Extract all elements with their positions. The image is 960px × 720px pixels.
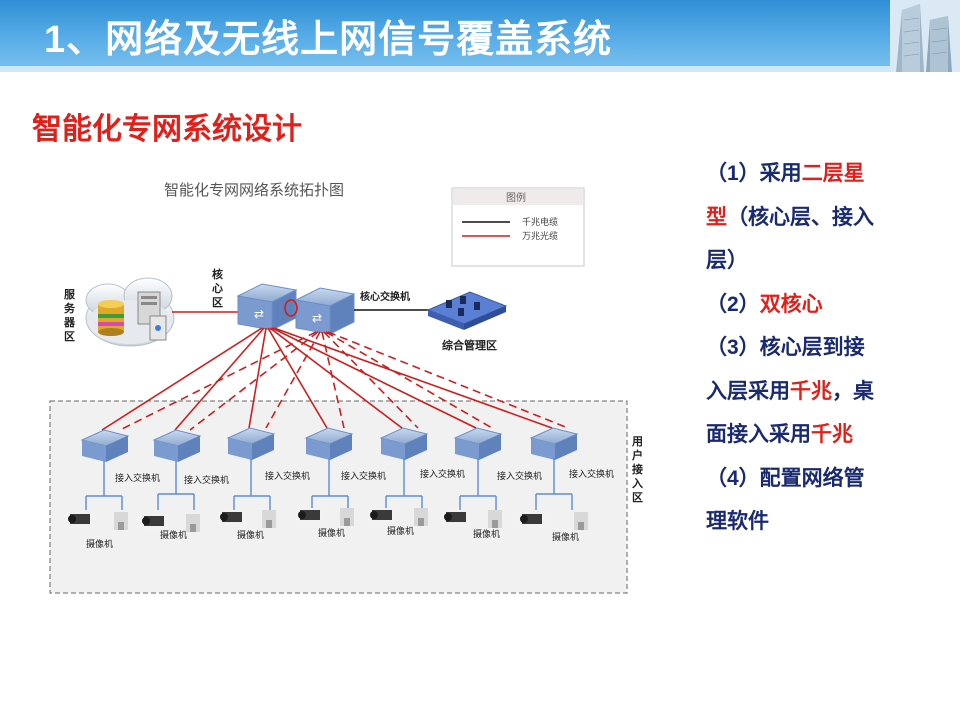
camera-group-2: 摄像机 — [140, 514, 200, 540]
camera-wiring — [85, 458, 573, 510]
camera-group-5: 摄像机 — [368, 508, 428, 536]
key-points: （1）采用二层星 型（核心层、接入 层） （2）双核心 （3）核心层到接 入层采… — [706, 152, 946, 544]
key-point-1: （1）采用二层星 — [706, 162, 865, 185]
camera-group-1: 摄像机 — [66, 512, 128, 549]
camera-label-4: 摄像机 — [318, 527, 345, 538]
user-access-zone-label: 用 户 接 入 区 — [632, 435, 646, 504]
buildings-image — [890, 0, 960, 72]
core-switch-right: ⇄ — [294, 287, 356, 335]
access-switch-4 — [304, 427, 354, 460]
access-switch-3 — [226, 427, 276, 460]
key-point-3-end: 面接入采用千兆 — [706, 423, 853, 446]
legend-fiber-label: 万兆光缆 — [522, 230, 558, 241]
user-access-zone-box — [49, 400, 628, 594]
camera-label-3: 摄像机 — [237, 529, 264, 540]
network-topology-diagram: 智能化专网网络系统拓扑图 图例 千兆电缆 万兆光缆 服 务 器 区 — [49, 181, 646, 594]
camera-label-2: 摄像机 — [160, 529, 187, 540]
core-zone-label: 核 心 区 — [212, 267, 226, 309]
camera-label-5: 摄像机 — [387, 525, 414, 536]
header-underline — [0, 66, 960, 72]
uplinks-dashed — [119, 331, 569, 431]
core-switch-label: 核心交换机 — [360, 290, 410, 303]
camera-label-1: 摄像机 — [86, 538, 113, 549]
server-icon — [137, 291, 167, 341]
database-icon — [98, 300, 124, 336]
access-switch-1 — [80, 429, 130, 462]
camera-group-6: 摄像机 — [442, 510, 502, 539]
access-switch-5 — [379, 427, 429, 460]
key-point-3-cont: 入层采用千兆，桌 — [706, 379, 874, 403]
access-switch-6 — [453, 427, 503, 460]
key-point-2: （2）双核心 — [706, 292, 823, 316]
access-switch-label-2: 接入交换机 — [184, 474, 229, 485]
page-title: 1、网络及无线上网信号覆盖系统 — [44, 19, 613, 61]
camera-group-3: 摄像机 — [218, 510, 276, 540]
camera-group-4: 摄像机 — [296, 508, 354, 538]
access-switch-label-1: 接入交换机 — [115, 472, 160, 483]
legend-cable-label: 千兆电缆 — [522, 216, 558, 227]
access-switch-2 — [152, 429, 202, 462]
camera-label-7: 摄像机 — [552, 531, 579, 542]
diagram-title: 智能化专网网络系统拓扑图 — [164, 181, 344, 199]
camera-group-7: 摄像机 — [518, 512, 588, 542]
section-subtitle: 智能化专网系统设计 — [32, 113, 302, 146]
core-switch-left: ⇄ — [236, 283, 298, 331]
svg-text:⇄: ⇄ — [312, 311, 322, 325]
header-bar: 1、网络及无线上网信号覆盖系统 — [0, 0, 960, 72]
legend-box: 图例 千兆电缆 万兆光缆 — [451, 187, 585, 267]
server-zone-label: 服 务 器 区 — [63, 288, 78, 343]
key-point-1-cont: 型（核心层、接入 — [706, 205, 874, 229]
management-zone-label: 综合管理区 — [442, 338, 497, 352]
key-point-4: （4）配置网络管 — [706, 466, 865, 490]
legend-title: 图例 — [506, 191, 526, 204]
access-switch-label-5: 接入交换机 — [420, 468, 465, 479]
access-switch-label-7: 接入交换机 — [569, 468, 614, 479]
access-switch-label-3: 接入交换机 — [265, 470, 310, 481]
key-point-3: （3）核心层到接 — [706, 336, 865, 359]
access-switch-7 — [529, 427, 579, 460]
core-link-ring — [284, 299, 298, 317]
svg-text:⇄: ⇄ — [254, 307, 264, 321]
camera-label-6: 摄像机 — [473, 528, 500, 539]
access-switch-label-6: 接入交换机 — [497, 470, 542, 481]
uplinks-solid — [101, 327, 553, 431]
management-zone-icon — [426, 291, 508, 330]
access-switch-label-4: 接入交换机 — [341, 470, 386, 481]
key-point-1-end: 层） — [706, 249, 748, 272]
key-point-4-end: 理软件 — [706, 510, 769, 533]
